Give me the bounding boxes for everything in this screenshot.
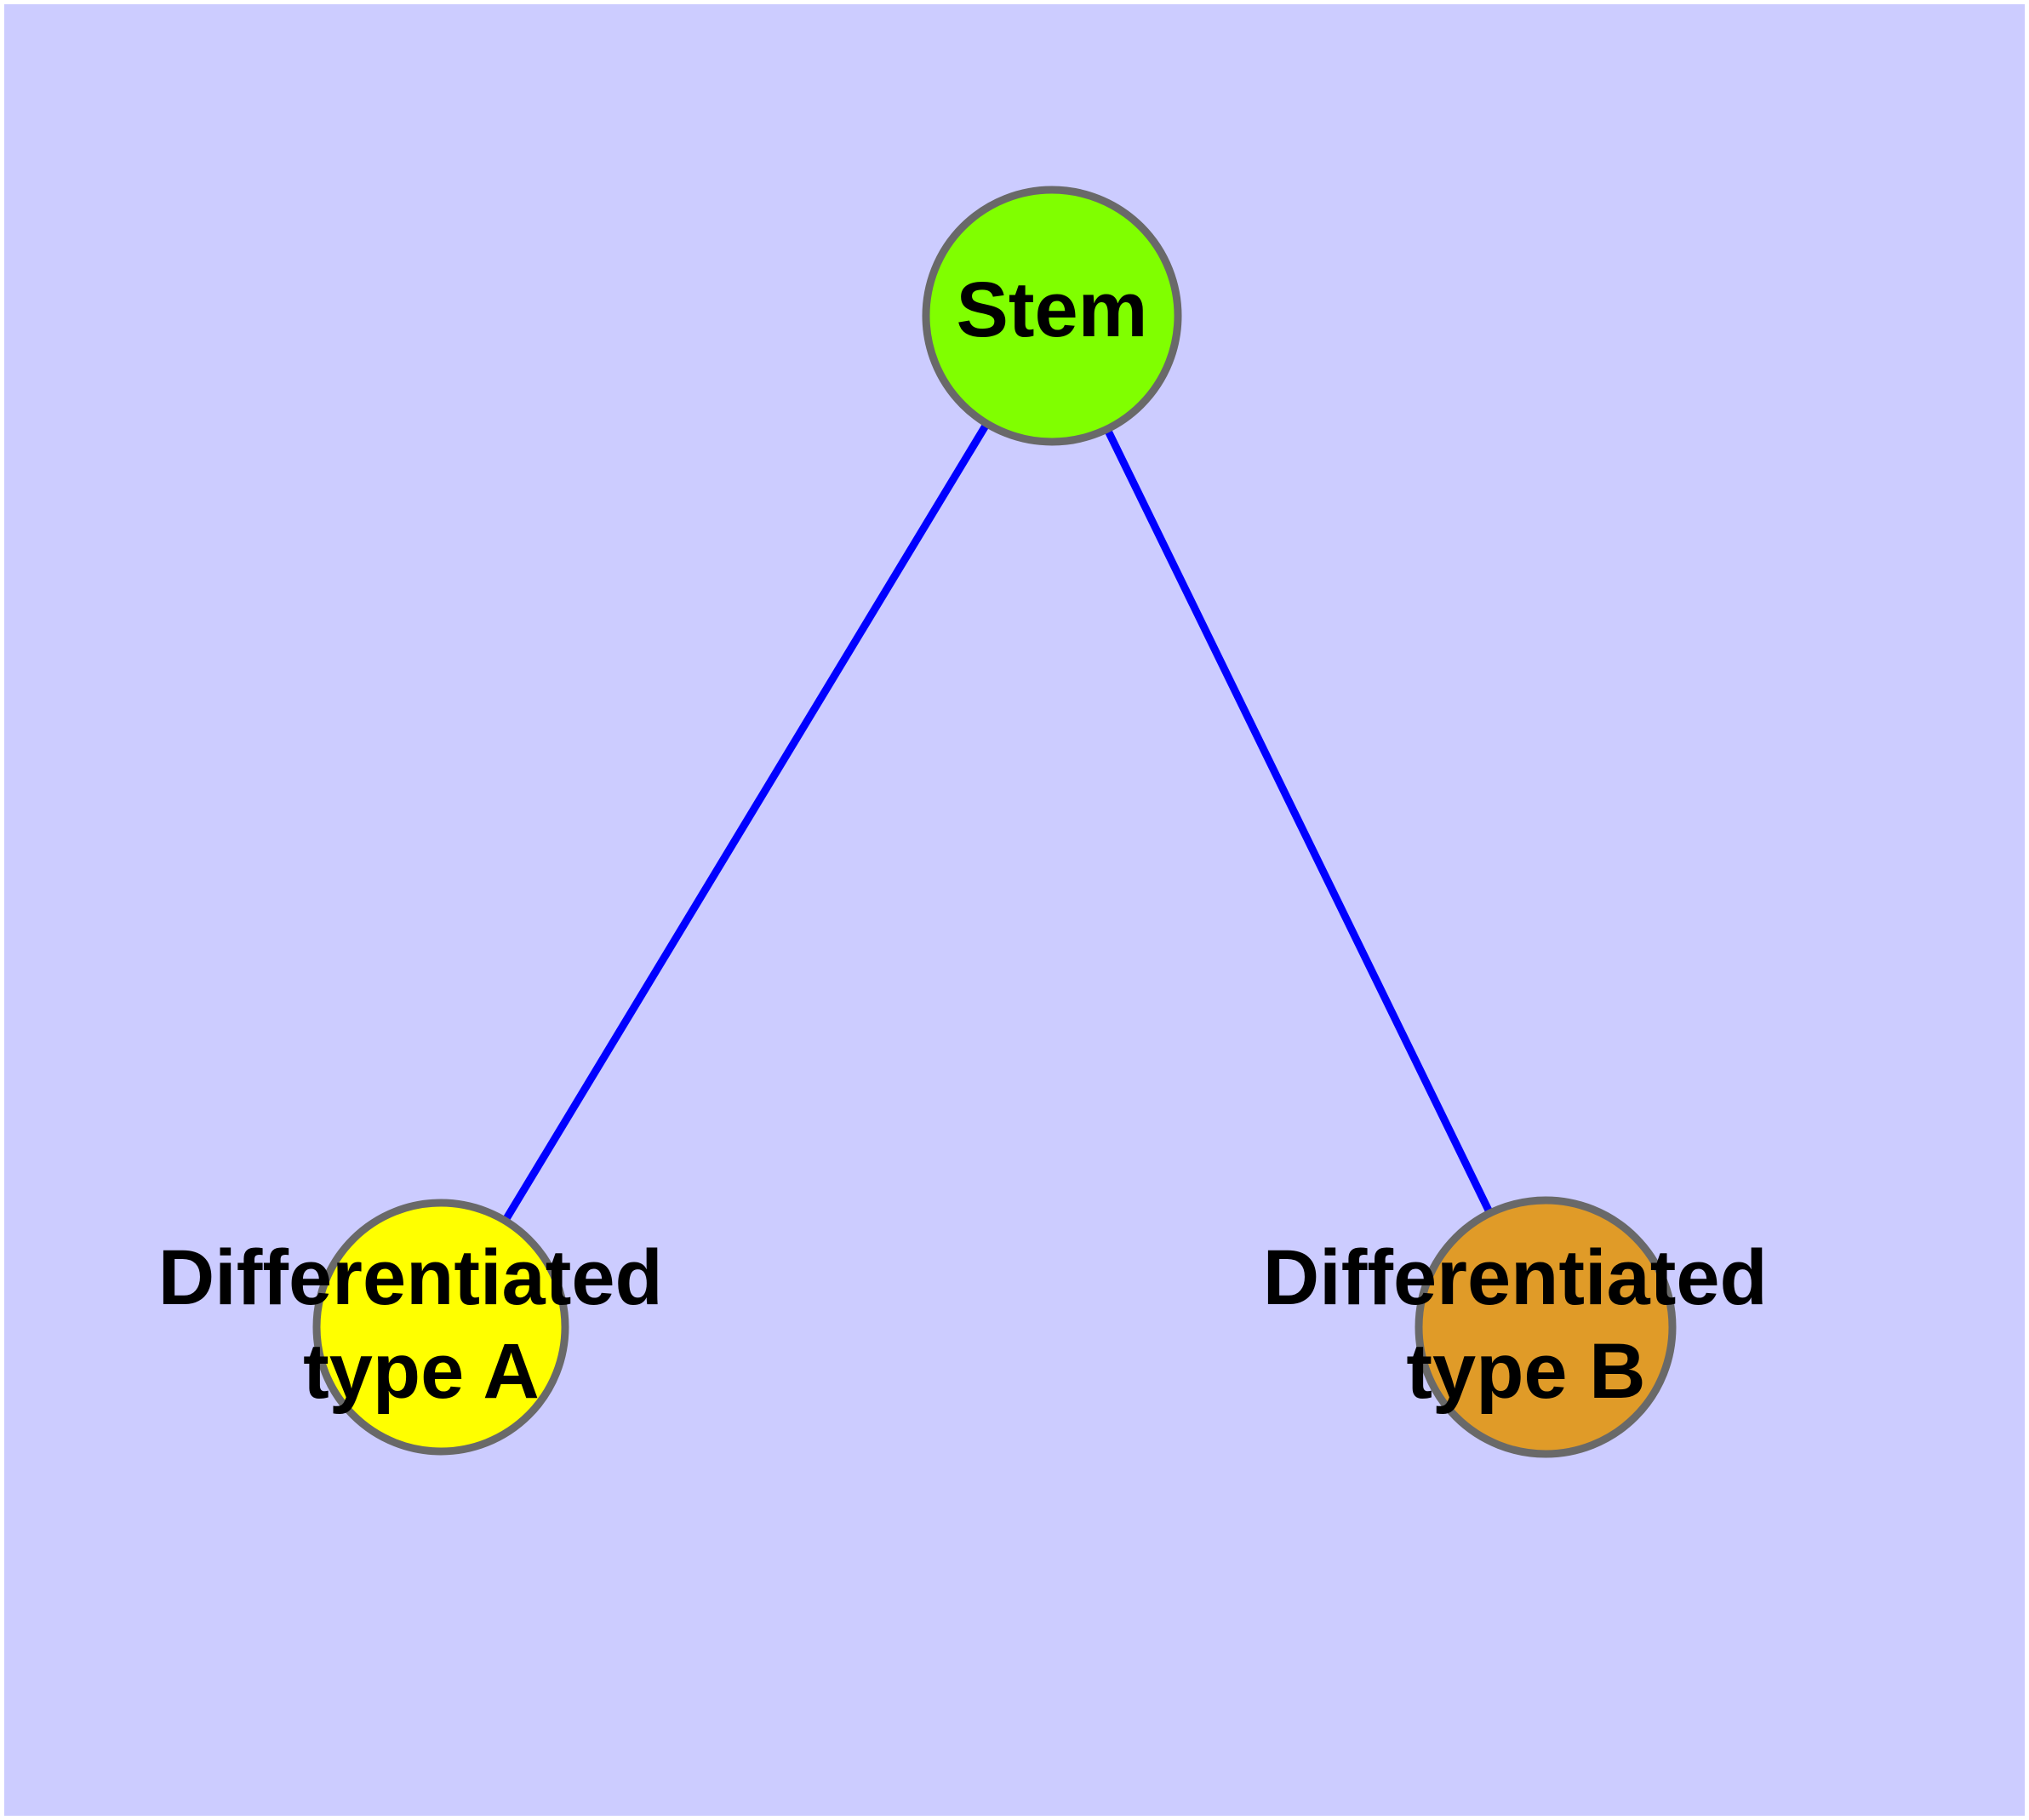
node-differentiated-type-a-circle[interactable] — [312, 1199, 569, 1456]
node-differentiated-type-b-label: Differentiated type B — [1263, 1234, 1790, 1415]
node-differentiated-type-a-label-line1: Differentiated — [158, 1234, 663, 1321]
node-differentiated-type-b-label-line1: Differentiated — [1263, 1234, 1768, 1321]
node-differentiated-type-a[interactable] — [312, 1199, 569, 1456]
node-stem-circle[interactable] — [922, 186, 1182, 446]
node-differentiated-type-b-label-line2: type B — [1406, 1328, 1645, 1415]
node-differentiated-type-b-circle[interactable] — [1415, 1196, 1677, 1458]
edge-stem-to-differentiated-type-b[interactable] — [1048, 314, 1550, 1329]
node-differentiated-type-b[interactable] — [1415, 1196, 1677, 1458]
node-stem-label-line1: Stem — [957, 266, 1148, 353]
nodes-layer: Stem Differentiated type A Differentiate… — [158, 186, 1790, 1458]
node-stem[interactable]: Stem — [922, 186, 1182, 446]
node-differentiated-type-a-label: Differentiated type A — [158, 1234, 685, 1415]
edges-layer — [437, 313, 1550, 1330]
edge-stem-to-differentiated-type-a[interactable] — [437, 313, 1055, 1330]
node-differentiated-type-a-label-line2: type A — [303, 1328, 540, 1415]
node-stem-label: Stem — [957, 266, 1148, 353]
